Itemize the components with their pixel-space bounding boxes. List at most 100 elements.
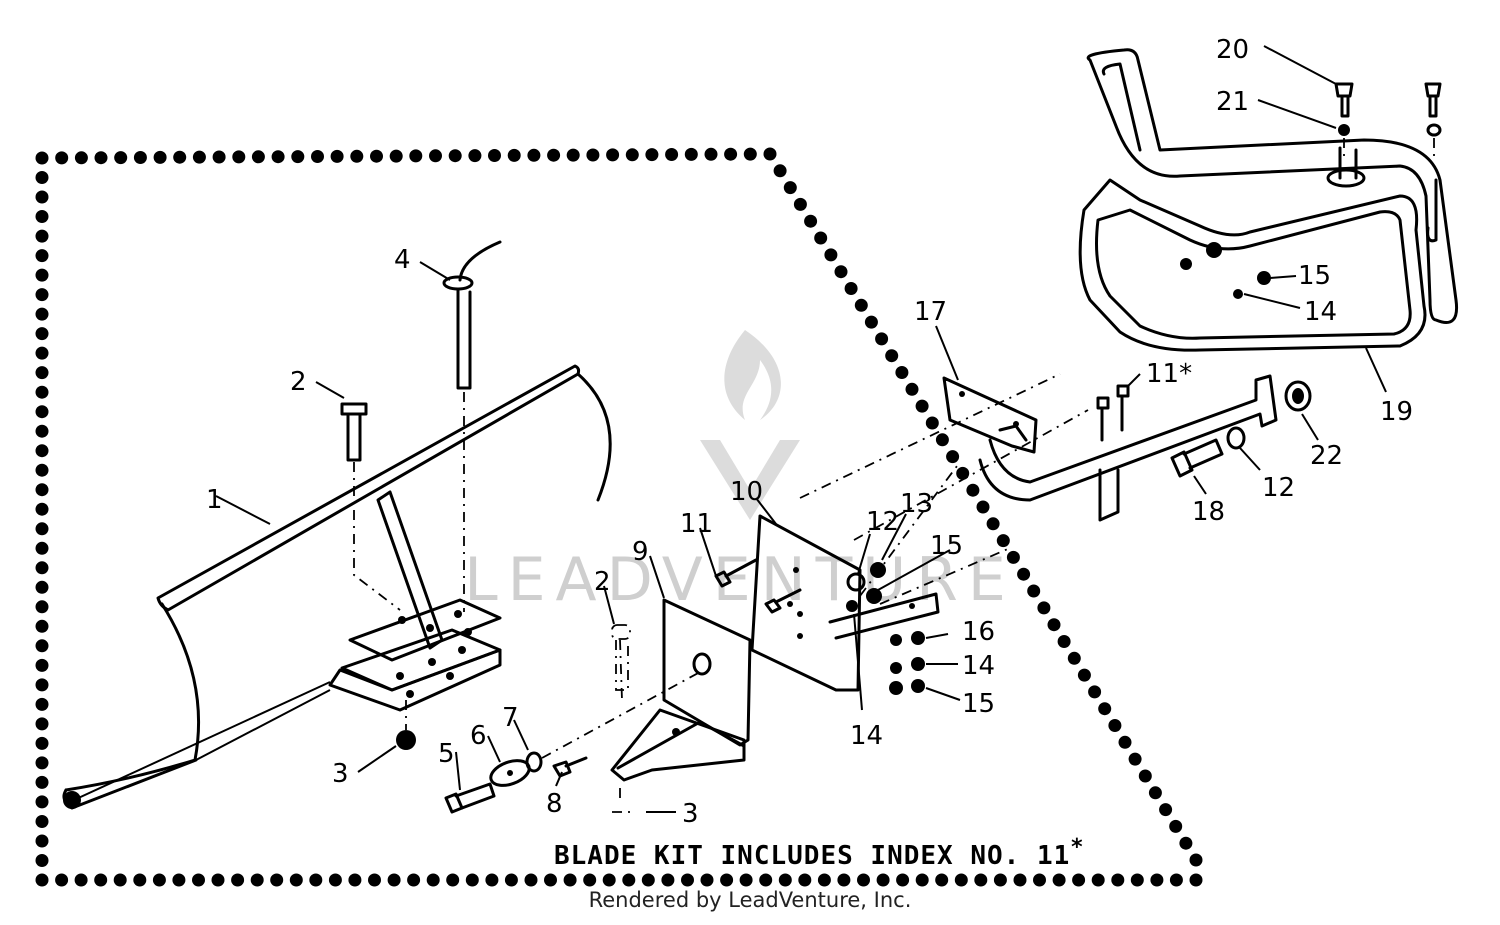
callout-10: 10: [730, 477, 763, 507]
border-dot: [544, 873, 557, 887]
border-dot: [661, 873, 675, 887]
border-dot: [524, 873, 538, 887]
border-dot: [35, 463, 49, 477]
border-dot: [485, 873, 499, 887]
callout-15-upper: 15: [1298, 261, 1331, 291]
callout-11: 11: [680, 509, 713, 539]
border-dot: [74, 873, 88, 887]
border-dot: [94, 873, 108, 887]
border-dot: [986, 517, 1000, 531]
border-dot: [211, 873, 225, 887]
border-dot: [311, 150, 324, 163]
callout-21: 21: [1216, 87, 1249, 117]
border-dot: [724, 147, 738, 161]
border-dot: [35, 756, 49, 770]
border-dot: [1118, 735, 1132, 749]
border-dot: [783, 181, 797, 195]
border-dot: [35, 249, 49, 263]
pin-part-4: [442, 240, 502, 612]
border-dot: [35, 522, 49, 536]
nut-part-3: [396, 730, 416, 750]
border-dot: [113, 873, 127, 887]
border-dot: [993, 873, 1007, 887]
border-dot: [35, 854, 49, 867]
border-dot: [35, 502, 49, 516]
border-dot: [35, 678, 49, 692]
border-dot: [232, 150, 246, 164]
border-dot: [35, 288, 49, 302]
callout-8: 8: [546, 789, 563, 819]
border-dot: [563, 873, 577, 887]
border-dot: [793, 197, 807, 211]
border-dot: [966, 483, 980, 497]
border-dot: [1169, 873, 1183, 887]
border-dot: [915, 399, 929, 413]
callout-19: 19: [1380, 397, 1413, 427]
border-dot: [804, 214, 818, 228]
leader-lines: [215, 45, 1387, 813]
border-dot: [1128, 752, 1142, 766]
border-dot: [700, 873, 714, 887]
bolt-part-2-dashed: [611, 624, 632, 813]
border-dot: [1033, 873, 1046, 887]
border-dot: [507, 148, 521, 162]
bracket-part-9: [610, 598, 752, 782]
callout-12-right: 12: [1262, 473, 1295, 503]
border-dot: [739, 873, 753, 887]
border-dot: [935, 873, 949, 887]
border-dot: [409, 149, 423, 163]
border-dot: [1138, 769, 1152, 783]
border-dot: [35, 190, 49, 204]
border-dot: [1189, 853, 1203, 867]
border-dot: [1027, 584, 1041, 598]
caption-asterisk: *: [1070, 835, 1084, 860]
callouts: 1 2 2 3 3 4 5 6 7 8 9 10 11 11* 12 12 13…: [206, 35, 1413, 829]
border-dot: [720, 873, 734, 887]
border-dot: [35, 405, 49, 419]
border-dot: [854, 298, 868, 312]
border-dot: [250, 873, 264, 887]
border-dot: [35, 873, 49, 887]
border-dot: [251, 150, 265, 164]
border-dot: [1013, 873, 1027, 887]
border-dot: [35, 229, 49, 243]
border-dot: [602, 873, 616, 887]
border-dot: [1189, 873, 1203, 887]
border-dot: [328, 873, 342, 887]
border-dot: [387, 873, 401, 887]
border-dot: [1072, 873, 1086, 887]
callout-1: 1: [206, 485, 223, 515]
border-dot: [814, 231, 828, 245]
blade-kit-boundary: [35, 147, 1203, 887]
blade-kit-caption: BLADE KIT INCLUDES INDEX NO. 11*: [554, 835, 1084, 871]
border-dot: [798, 873, 812, 887]
border-dot: [1047, 618, 1061, 632]
border-dot: [925, 416, 939, 430]
border-dot: [465, 873, 479, 887]
border-dot: [152, 873, 166, 887]
border-dot: [74, 151, 88, 165]
border-dot: [956, 466, 970, 480]
border-dot: [55, 873, 69, 887]
hitch-tube: [978, 374, 1312, 522]
border-dot: [35, 151, 49, 165]
hardware-12-13-14-15-16: [846, 562, 925, 695]
border-dot: [55, 151, 69, 165]
border-dot: [1077, 668, 1091, 682]
border-dot: [1057, 635, 1071, 648]
border-dot: [586, 148, 600, 162]
border-dot: [153, 150, 167, 164]
caption-text: BLADE KIT INCLUDES INDEX NO. 11: [554, 841, 1070, 871]
callout-3-right: 3: [682, 799, 699, 829]
border-dot: [625, 148, 639, 162]
border-dot: [35, 717, 49, 731]
border-dot: [844, 282, 858, 295]
border-dot: [566, 148, 580, 162]
callout-22: 22: [1310, 441, 1343, 471]
border-dot: [885, 349, 899, 363]
border-dot: [1169, 819, 1183, 833]
border-dot: [773, 164, 787, 178]
hardware-14-15-upper: [1180, 242, 1271, 299]
callout-12-left: 12: [866, 507, 899, 537]
